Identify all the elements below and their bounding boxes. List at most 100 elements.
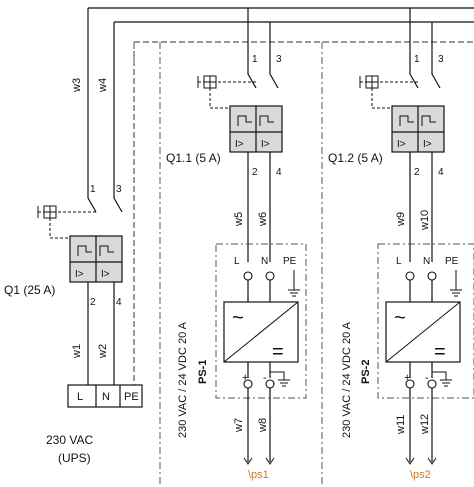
branch-ps1: 1 3 I> I> Q1.1 (5 A) 2 4 w5 w6 L N PE ~ … <box>133 42 307 487</box>
ps2-input-n: N <box>423 256 430 267</box>
ps1-reference[interactable]: \ps1 <box>248 469 269 481</box>
wire-label-w3: w3 <box>71 78 83 93</box>
ps2-output-minus-label: - <box>425 372 429 384</box>
ps1-output-plus-label: + <box>242 372 248 384</box>
ps2-input-l: L <box>396 256 402 267</box>
ps2-output-wires <box>409 388 433 462</box>
wire-label-w6: w6 <box>257 212 269 227</box>
ps1-output-minus-label: - <box>263 372 267 384</box>
supply-terminal-dividers <box>95 385 121 407</box>
q1-1-trip-2: I> <box>261 139 270 150</box>
q1-2-trip-2: I> <box>423 139 432 150</box>
q1-2-trip-1: I> <box>397 139 406 150</box>
ps1-input-pe: PE <box>283 256 297 267</box>
ps1-input-l: L <box>234 256 240 267</box>
ps1-enclosure <box>215 243 307 399</box>
ps1-dc-symbol: = <box>272 341 284 363</box>
branch1-pe-drop <box>133 42 161 487</box>
main-bus <box>88 7 474 62</box>
q1-2-contact-1 <box>409 62 419 89</box>
q1-1-trip-1: I> <box>235 139 244 150</box>
wire-label-w10: w10 <box>419 210 431 231</box>
q1-2-terminal-3: 3 <box>438 54 444 65</box>
supply-terminal-n: N <box>102 391 110 403</box>
breaker-q1: 1 3 I> I> Q1 (25 A) 2 4 w1 w2 <box>4 184 123 385</box>
wire-label-w12: w12 <box>419 414 431 435</box>
q1-2-terminal-2: 2 <box>414 167 420 178</box>
q1-1-terminal-4: 4 <box>276 167 282 178</box>
ps1-terminal-n <box>265 271 275 281</box>
ps2-input-pe: PE <box>445 256 459 267</box>
ps2-converter-diagonal <box>385 301 461 363</box>
supply-source-label: (UPS) <box>58 451 91 465</box>
ps1-input-n: N <box>261 256 268 267</box>
ps2-reference[interactable]: \ps2 <box>410 469 431 481</box>
wire-label-w11: w11 <box>395 415 407 435</box>
q1-terminal-2: 2 <box>90 297 96 308</box>
ps2-output-leads <box>409 362 433 378</box>
q1-1-dividers <box>230 106 282 152</box>
supply-voltage-label: 230 VAC <box>46 433 93 447</box>
ps1-converter-diagonal <box>223 301 299 363</box>
wire-label-w4: w4 <box>97 78 109 93</box>
ps1-pe-ground-icon <box>288 270 300 297</box>
q1-1-contact-1 <box>247 62 257 89</box>
ps2-output-ground-icon <box>432 371 452 387</box>
q1-contact-2 <box>113 184 123 213</box>
wire-label-w9: w9 <box>395 212 407 227</box>
q1-1-terminal-3: 3 <box>276 54 282 65</box>
ps2-terminal-l <box>405 271 415 281</box>
wire-label-w2: w2 <box>97 344 109 359</box>
supply-terminal-block: L N PE 230 VAC (UPS) <box>46 384 143 465</box>
ps1-rating: 230 VAC / 24 VDC 20 A <box>177 321 189 438</box>
ps1-output-leads <box>247 362 271 378</box>
feed-wires: w3 w4 <box>71 8 135 385</box>
q1-trip-2: I> <box>101 269 110 280</box>
branch-ps2: 1 3 I> I> Q1.2 (5 A) 2 4 w9 w10 L N PE ~… <box>321 42 474 487</box>
q1-label: Q1 (25 A) <box>4 283 55 297</box>
ps2-output-plus-label: + <box>404 372 410 384</box>
q1-terminal-1: 1 <box>90 184 96 195</box>
ps1-terminal-plus <box>243 379 253 389</box>
ps2-enclosure <box>377 243 474 399</box>
ps2-terminal-minus <box>427 379 437 389</box>
q1-2-contact-2 <box>431 62 441 89</box>
q1-2-handle-lead <box>371 88 392 109</box>
ps2-name: PS-2 <box>360 360 372 384</box>
q1-2-handle-cross <box>359 76 378 88</box>
q1-2-dividers <box>392 106 444 152</box>
q1-thermal-element <box>77 245 114 256</box>
ps2-rating: 230 VAC / 24 VDC 20 A <box>341 321 353 438</box>
supply-terminals <box>67 384 143 408</box>
q1-handle-cross <box>37 206 56 218</box>
ps1-terminal-minus <box>265 379 275 389</box>
q1-1-handle-lead <box>209 88 230 109</box>
ps2-pe-ground-icon <box>450 270 462 297</box>
q1-terminal-4: 4 <box>116 297 122 308</box>
wire-label-w7: w7 <box>233 418 245 433</box>
ps1-output-ground-icon <box>270 371 290 387</box>
q1-1-handle-cross <box>197 76 216 88</box>
ps2-input-leads <box>409 280 433 302</box>
q1-1-label: Q1.1 (5 A) <box>166 151 221 165</box>
q1-terminal-3: 3 <box>116 184 122 195</box>
q1-1-terminal-1: 1 <box>252 54 258 65</box>
supply-terminal-l: L <box>77 391 83 403</box>
q1-1-terminal-2: 2 <box>252 167 258 178</box>
q1-1-contact-2 <box>269 62 279 89</box>
ps1-output-wires <box>247 388 271 462</box>
q1-2-terminal-4: 4 <box>438 167 444 178</box>
q1-1-thermal-element <box>237 115 274 126</box>
ps1-ac-symbol: ~ <box>232 307 244 329</box>
ps2-terminal-plus <box>405 379 415 389</box>
ps1-arrow-icons <box>243 457 275 465</box>
q1-2-label: Q1.2 (5 A) <box>328 151 383 165</box>
q1-2-thermal-element <box>399 115 436 126</box>
ps2-arrow-icons <box>405 457 437 465</box>
ps1-input-leads <box>247 280 271 302</box>
q1-contact-1 <box>87 184 97 213</box>
wire-label-w8: w8 <box>257 418 269 433</box>
wire-label-w1: w1 <box>71 344 83 359</box>
